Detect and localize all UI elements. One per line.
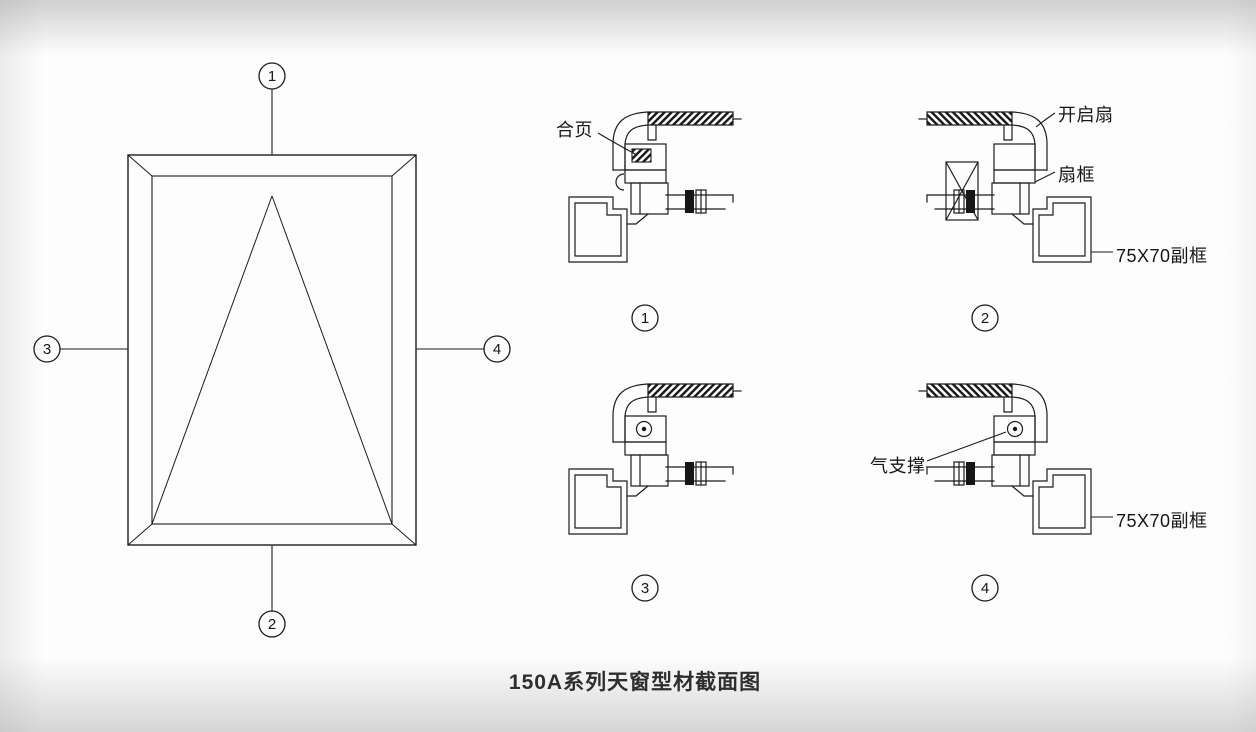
corner-miter-lines bbox=[127, 154, 417, 546]
tilt-opening-triangle bbox=[151, 195, 393, 525]
elevation-callout-left: 3 bbox=[33, 335, 61, 363]
sash-frame-leader bbox=[1034, 171, 1056, 183]
detail-4-callout: 4 bbox=[971, 574, 999, 602]
profile-section bbox=[918, 111, 1092, 263]
hinge-leader bbox=[597, 132, 638, 156]
label-subframe-4: 75X70副框 bbox=[1116, 511, 1208, 531]
pivot-circle bbox=[635, 420, 653, 438]
detail-section-4 bbox=[918, 383, 1092, 535]
window-inner-frame bbox=[151, 175, 393, 525]
hinge-knuckle bbox=[615, 173, 625, 191]
label-gas-strut: 气支撑 bbox=[870, 456, 926, 476]
open-sash-leader bbox=[1035, 112, 1056, 128]
detail-3-number: 3 bbox=[641, 580, 649, 597]
elevation-callout-right-number: 4 bbox=[493, 341, 501, 358]
detail-3-callout: 3 bbox=[631, 574, 659, 602]
detail-2-number: 2 bbox=[981, 310, 989, 327]
detail-1-callout: 1 bbox=[631, 304, 659, 332]
gas-strut-leader bbox=[926, 431, 1007, 462]
elevation-diagram bbox=[60, 89, 484, 611]
pivot-dot bbox=[641, 426, 647, 432]
annotation-leader-lines bbox=[597, 112, 1113, 518]
detail-2-callout: 2 bbox=[971, 304, 999, 332]
elevation-callout-bottom: 2 bbox=[258, 610, 286, 638]
profile-section bbox=[568, 383, 742, 535]
label-hinge: 合页 bbox=[556, 120, 593, 140]
elevation-callout-left-number: 3 bbox=[43, 341, 51, 358]
gas-strut-pivot-dot bbox=[1012, 426, 1018, 432]
detail-section-1 bbox=[568, 111, 742, 263]
window-outer-frame bbox=[127, 154, 417, 546]
elevation-callout-bottom-number: 2 bbox=[268, 616, 276, 633]
elevation-callout-top: 1 bbox=[258, 62, 286, 90]
profile-section bbox=[918, 383, 1092, 535]
elevation-callout-right: 4 bbox=[483, 335, 511, 363]
elevation-callout-top-number: 1 bbox=[268, 68, 276, 85]
gas-strut-pivot-circle bbox=[1006, 420, 1024, 438]
label-subframe-2: 75X70副框 bbox=[1116, 246, 1208, 266]
page-title: 150A系列天窗型材截面图 bbox=[508, 671, 762, 694]
label-open-sash: 开启扇 bbox=[1058, 105, 1114, 125]
label-sash-frame: 扇框 bbox=[1058, 165, 1095, 185]
sash-section-xbox bbox=[945, 161, 979, 221]
detail-1-number: 1 bbox=[641, 310, 649, 327]
detail-section-3 bbox=[568, 383, 742, 535]
detail-section-2 bbox=[918, 111, 1092, 263]
callout-leader-lines bbox=[60, 89, 484, 611]
profile-section bbox=[568, 111, 742, 263]
hinge-spring-hatch bbox=[631, 148, 652, 163]
detail-4-number: 4 bbox=[981, 580, 989, 597]
